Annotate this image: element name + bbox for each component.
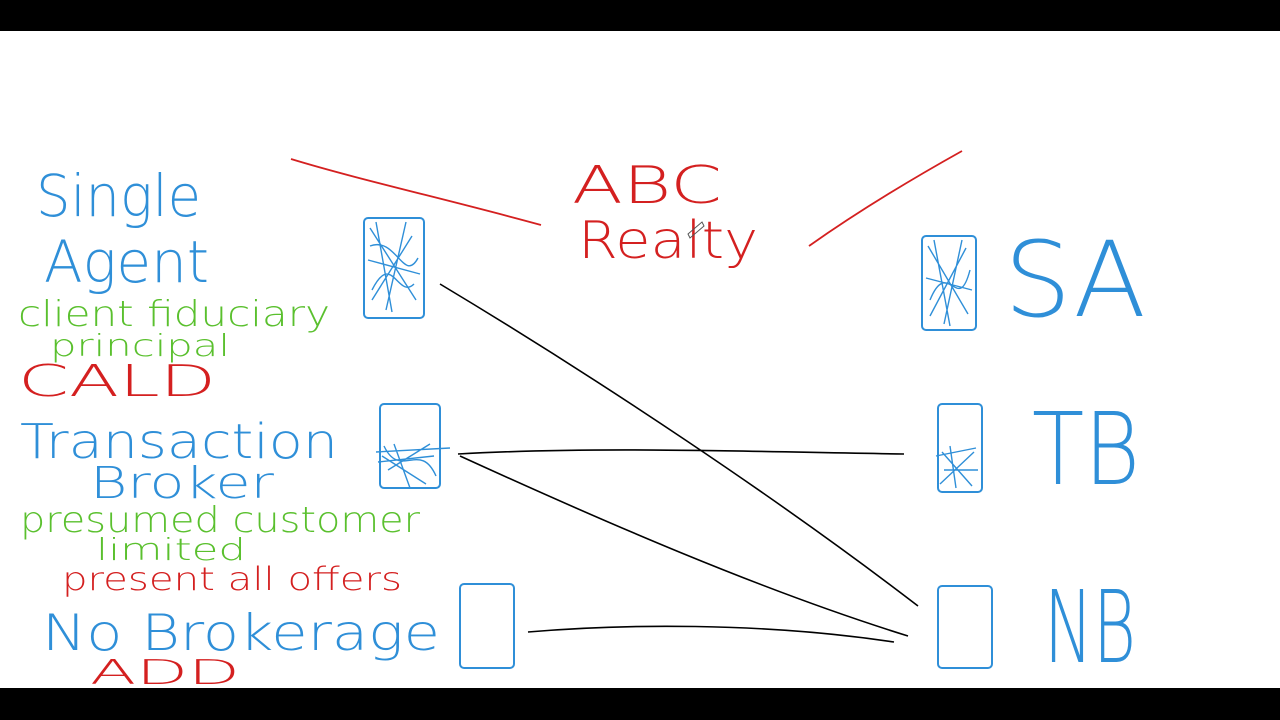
single-agent-line2: Agent	[44, 228, 209, 296]
right-box-transaction-broker	[935, 403, 983, 493]
single-agent-duties: CALD	[18, 356, 216, 407]
left-red-stroke	[290, 158, 542, 226]
whiteboard-board	[0, 31, 1280, 688]
connector-nb-to-nb	[527, 625, 895, 643]
left-box-transaction-broker	[375, 403, 451, 489]
transaction-broker-line2: Broker	[90, 458, 275, 509]
label-nb: NB	[1044, 569, 1136, 686]
connector-tb-to-tb	[457, 449, 905, 455]
connector-tb-to-nb	[459, 455, 909, 637]
single-agent-terms: client fiduciary	[18, 294, 330, 335]
no-brokerage-duties: ADD	[90, 653, 240, 693]
transaction-broker-duties: present all offers	[62, 560, 402, 598]
label-sa: SA	[1004, 219, 1146, 341]
single-agent-line1: Single	[36, 162, 201, 230]
left-box-single-agent	[363, 217, 425, 319]
right-box-single-agent	[921, 235, 977, 331]
connector-sa-to-nb	[439, 283, 919, 607]
right-red-stroke	[808, 150, 963, 247]
transaction-broker-line1: Transaction	[20, 414, 338, 470]
left-box-no-brokerage	[459, 583, 515, 669]
title-abc: ABC	[572, 156, 722, 216]
right-box-no-brokerage	[937, 585, 993, 669]
single-agent-terms-2: principal	[50, 329, 230, 364]
label-tb: TB	[1032, 391, 1140, 508]
no-brokerage: No Brokerage	[42, 604, 440, 662]
transaction-broker-terms-2: limited	[96, 533, 246, 568]
transaction-broker-terms: presumed customer	[20, 500, 420, 541]
title-realty: Realty	[578, 211, 758, 271]
pen-cursor-icon	[687, 221, 705, 239]
